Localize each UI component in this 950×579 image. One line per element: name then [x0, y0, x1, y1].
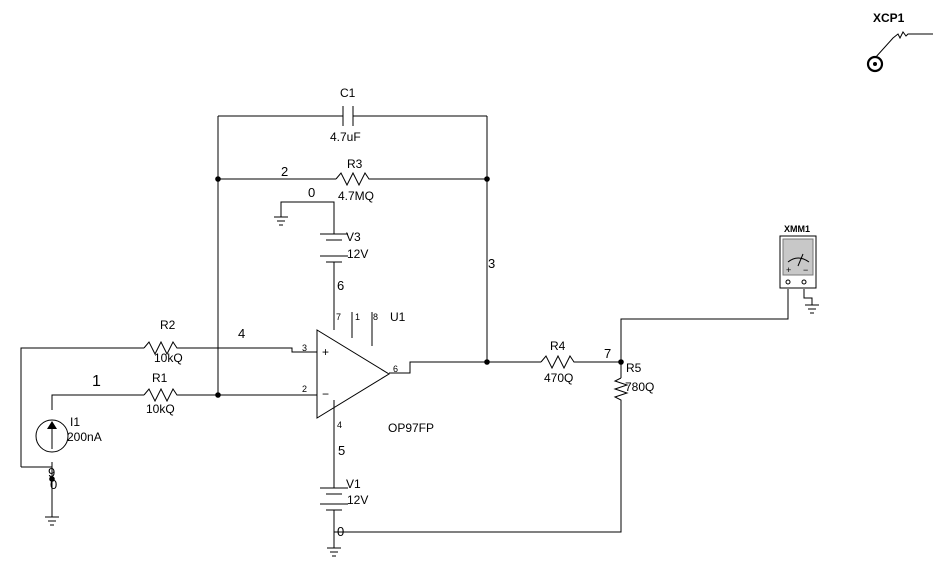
net-label-0: 0 [50, 477, 57, 492]
v3-ref-label: V3 [346, 230, 361, 244]
net-label-1: 1 [92, 373, 101, 390]
resistor-r5[interactable]: R5 780Q [613, 361, 654, 403]
pin-7-label: 7 [336, 312, 341, 322]
net-label-4: 4 [238, 326, 245, 341]
junction-dot [484, 176, 490, 182]
r2-ref-label: R2 [160, 318, 176, 332]
junction-dot [215, 392, 221, 398]
opamp-plus-sign: + [322, 345, 329, 359]
pin-1-label: 1 [355, 312, 360, 322]
junctions [49, 176, 624, 482]
r2-value-label: 10kQ [154, 351, 183, 365]
v1-ref-label: V1 [346, 477, 361, 491]
v1-value-label: 12V [347, 493, 368, 507]
net-label-2: 2 [281, 164, 288, 179]
opamp-u1[interactable]: + − 3 2 6 7 1 8 4 U1 OP97FP [302, 310, 434, 435]
wires [20, 31, 933, 548]
i1-ref-label: I1 [70, 415, 80, 429]
pin-4-label: 4 [337, 420, 342, 430]
r3-value-label: 4.7MQ [338, 189, 374, 203]
opamp-minus-sign: − [322, 387, 329, 401]
meter-plus-sign: + [786, 265, 791, 275]
battery-v3[interactable]: V3 12V [320, 230, 368, 263]
v3-value-label: 12V [347, 247, 368, 261]
xmm1-ref-label: XMM1 [784, 224, 810, 234]
c1-value-label: 4.7uF [330, 130, 361, 144]
net-label-0: 0 [337, 524, 344, 539]
r1-value-label: 10kQ [146, 402, 175, 416]
net-label-0: 0 [308, 185, 315, 200]
net-label-3: 3 [488, 256, 495, 271]
current-source-i1[interactable]: I1 200nA [35, 415, 102, 453]
junction-dot [484, 359, 490, 365]
junction-dot [215, 176, 221, 182]
net-labels: 2 0 3 6 4 1 7 5 9 0 0 [48, 164, 611, 539]
pin-3-label: 3 [302, 343, 307, 353]
resistor-r1[interactable]: R1 10kQ [143, 371, 180, 416]
resistor-r4[interactable]: R4 470Q [540, 339, 577, 385]
net-label-7: 7 [604, 346, 611, 361]
r3-ref-label: R3 [347, 157, 363, 171]
r5-ref-label: R5 [626, 361, 642, 375]
ground-symbol [45, 516, 59, 526]
junction-dot [618, 359, 624, 365]
net-label-5: 5 [338, 443, 345, 458]
c1-ref-label: C1 [340, 86, 356, 100]
u1-model-label: OP97FP [388, 421, 434, 435]
junction-dot [49, 476, 55, 482]
ground-symbol [327, 547, 341, 557]
r1-ref-label: R1 [152, 371, 168, 385]
r4-ref-label: R4 [550, 339, 566, 353]
pin-8-label: 8 [373, 312, 378, 322]
r4-value-label: 470Q [544, 371, 573, 385]
pin-2-label: 2 [302, 384, 307, 394]
i1-value-label: 200nA [67, 430, 102, 444]
multimeter-xmm1[interactable]: + − XMM1 [779, 224, 817, 289]
probe-xcp1[interactable]: XCP1 [866, 11, 905, 73]
pin-6-label: 6 [393, 364, 398, 374]
ground-symbol [805, 304, 819, 314]
xcp1-ref-label: XCP1 [873, 11, 905, 25]
ground-symbol [274, 216, 288, 226]
capacitor-c1[interactable]: C1 4.7uF [330, 86, 361, 144]
r5-value-label: 780Q [625, 380, 654, 394]
net-label-6: 6 [337, 278, 344, 293]
battery-v1[interactable]: V1 12V [320, 477, 368, 511]
meter-minus-sign: − [803, 265, 808, 275]
u1-ref-label: U1 [390, 310, 406, 324]
resistor-r3[interactable]: R3 4.7MQ [335, 157, 374, 203]
resistor-r2[interactable]: R2 10kQ [143, 318, 183, 365]
net-label-9: 9 [48, 465, 55, 480]
